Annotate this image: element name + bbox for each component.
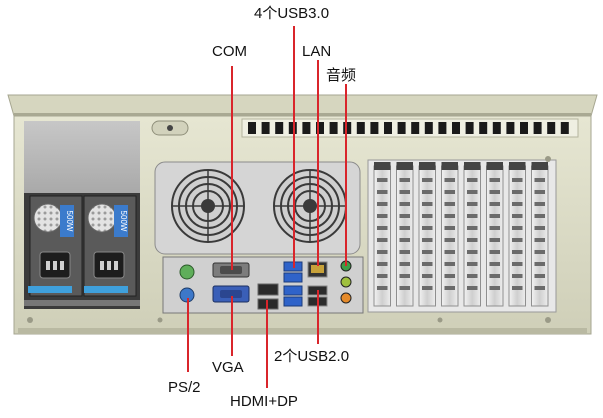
vent-slot — [316, 122, 324, 134]
vent-slot — [411, 122, 420, 134]
ps2-keyboard-port[interactable] — [179, 264, 195, 280]
psu-2-label: 500W — [119, 211, 128, 232]
chassis-top-lip — [7, 94, 598, 117]
label-lan: LAN — [302, 43, 332, 60]
rear-fan-1 — [171, 169, 245, 243]
audio-jack-lime[interactable] — [340, 276, 352, 288]
vent-slot — [520, 122, 528, 134]
leader-ps2 — [187, 298, 189, 372]
label-ps2: PS/2 — [168, 379, 201, 396]
top-vent-slots — [241, 118, 579, 138]
leader-hdmi-dp — [266, 300, 268, 388]
vent-slot — [302, 122, 311, 134]
vent-slot — [329, 122, 338, 134]
leader-com — [231, 66, 233, 270]
label-usb30: 4个USB3.0 — [254, 5, 330, 22]
vent-slot — [261, 122, 270, 134]
vent-slot — [275, 122, 284, 134]
leader-usb20 — [317, 290, 319, 344]
vent-slot — [356, 122, 365, 134]
vent-slot — [547, 122, 556, 134]
rear-fan-2 — [273, 169, 347, 243]
expansion-slot-cover[interactable] — [531, 162, 549, 307]
vent-slot — [452, 122, 460, 134]
usb30-port-2[interactable] — [283, 272, 303, 283]
leader-vga — [231, 296, 233, 356]
vent-slot — [397, 122, 406, 134]
label-vga: VGA — [212, 359, 244, 376]
expansion-slot-cover[interactable] — [486, 162, 504, 307]
vent-slot — [465, 122, 474, 134]
ps2-ports — [179, 264, 195, 303]
vent-slot — [479, 122, 488, 134]
expansion-slot-cover[interactable] — [441, 162, 459, 307]
chassis-screws — [27, 156, 551, 323]
psu-1-latch[interactable] — [28, 286, 72, 293]
audio-jacks — [340, 260, 352, 304]
usb30-port-4[interactable] — [283, 296, 303, 307]
expansion-slot-cover[interactable] — [463, 162, 481, 307]
vent-slot — [248, 122, 256, 134]
vent-slot — [384, 122, 392, 134]
expansion-slot-cover[interactable] — [373, 162, 391, 307]
leader-usb30 — [293, 26, 295, 268]
label-hdmi-dp: HDMI+DP — [230, 393, 298, 410]
vent-slot — [424, 122, 433, 134]
psu-module-1: 500W — [28, 195, 83, 297]
leader-audio — [345, 84, 347, 266]
label-usb20: 2个USB2.0 — [274, 348, 350, 365]
vent-slot — [343, 122, 352, 134]
hdmi-port[interactable] — [257, 298, 279, 310]
vent-slot — [492, 122, 501, 134]
psu-1-label: 500W — [65, 211, 74, 232]
audio-jack-orange[interactable] — [340, 292, 352, 304]
displayport-port[interactable] — [257, 283, 279, 296]
leader-lan — [317, 60, 319, 266]
expansion-slot-area — [367, 159, 557, 313]
vent-slot — [438, 122, 447, 134]
expansion-slot-cover[interactable] — [508, 162, 526, 307]
usb30-port-3[interactable] — [283, 285, 303, 296]
vent-slot — [288, 122, 297, 134]
vent-slot — [560, 122, 569, 134]
vent-slot — [506, 122, 515, 134]
expansion-slot-cover[interactable] — [396, 162, 414, 307]
psu-2-latch[interactable] — [84, 286, 128, 293]
vent-slot — [370, 122, 379, 134]
label-audio: 音频 — [326, 67, 357, 84]
vent-slot — [533, 122, 542, 134]
label-com: COM — [212, 43, 247, 60]
chassis-bottom-edge — [18, 328, 587, 334]
top-left-keyhole — [151, 120, 189, 136]
expansion-slot-cover[interactable] — [418, 162, 436, 307]
psu-module-2: 500W — [83, 195, 137, 297]
